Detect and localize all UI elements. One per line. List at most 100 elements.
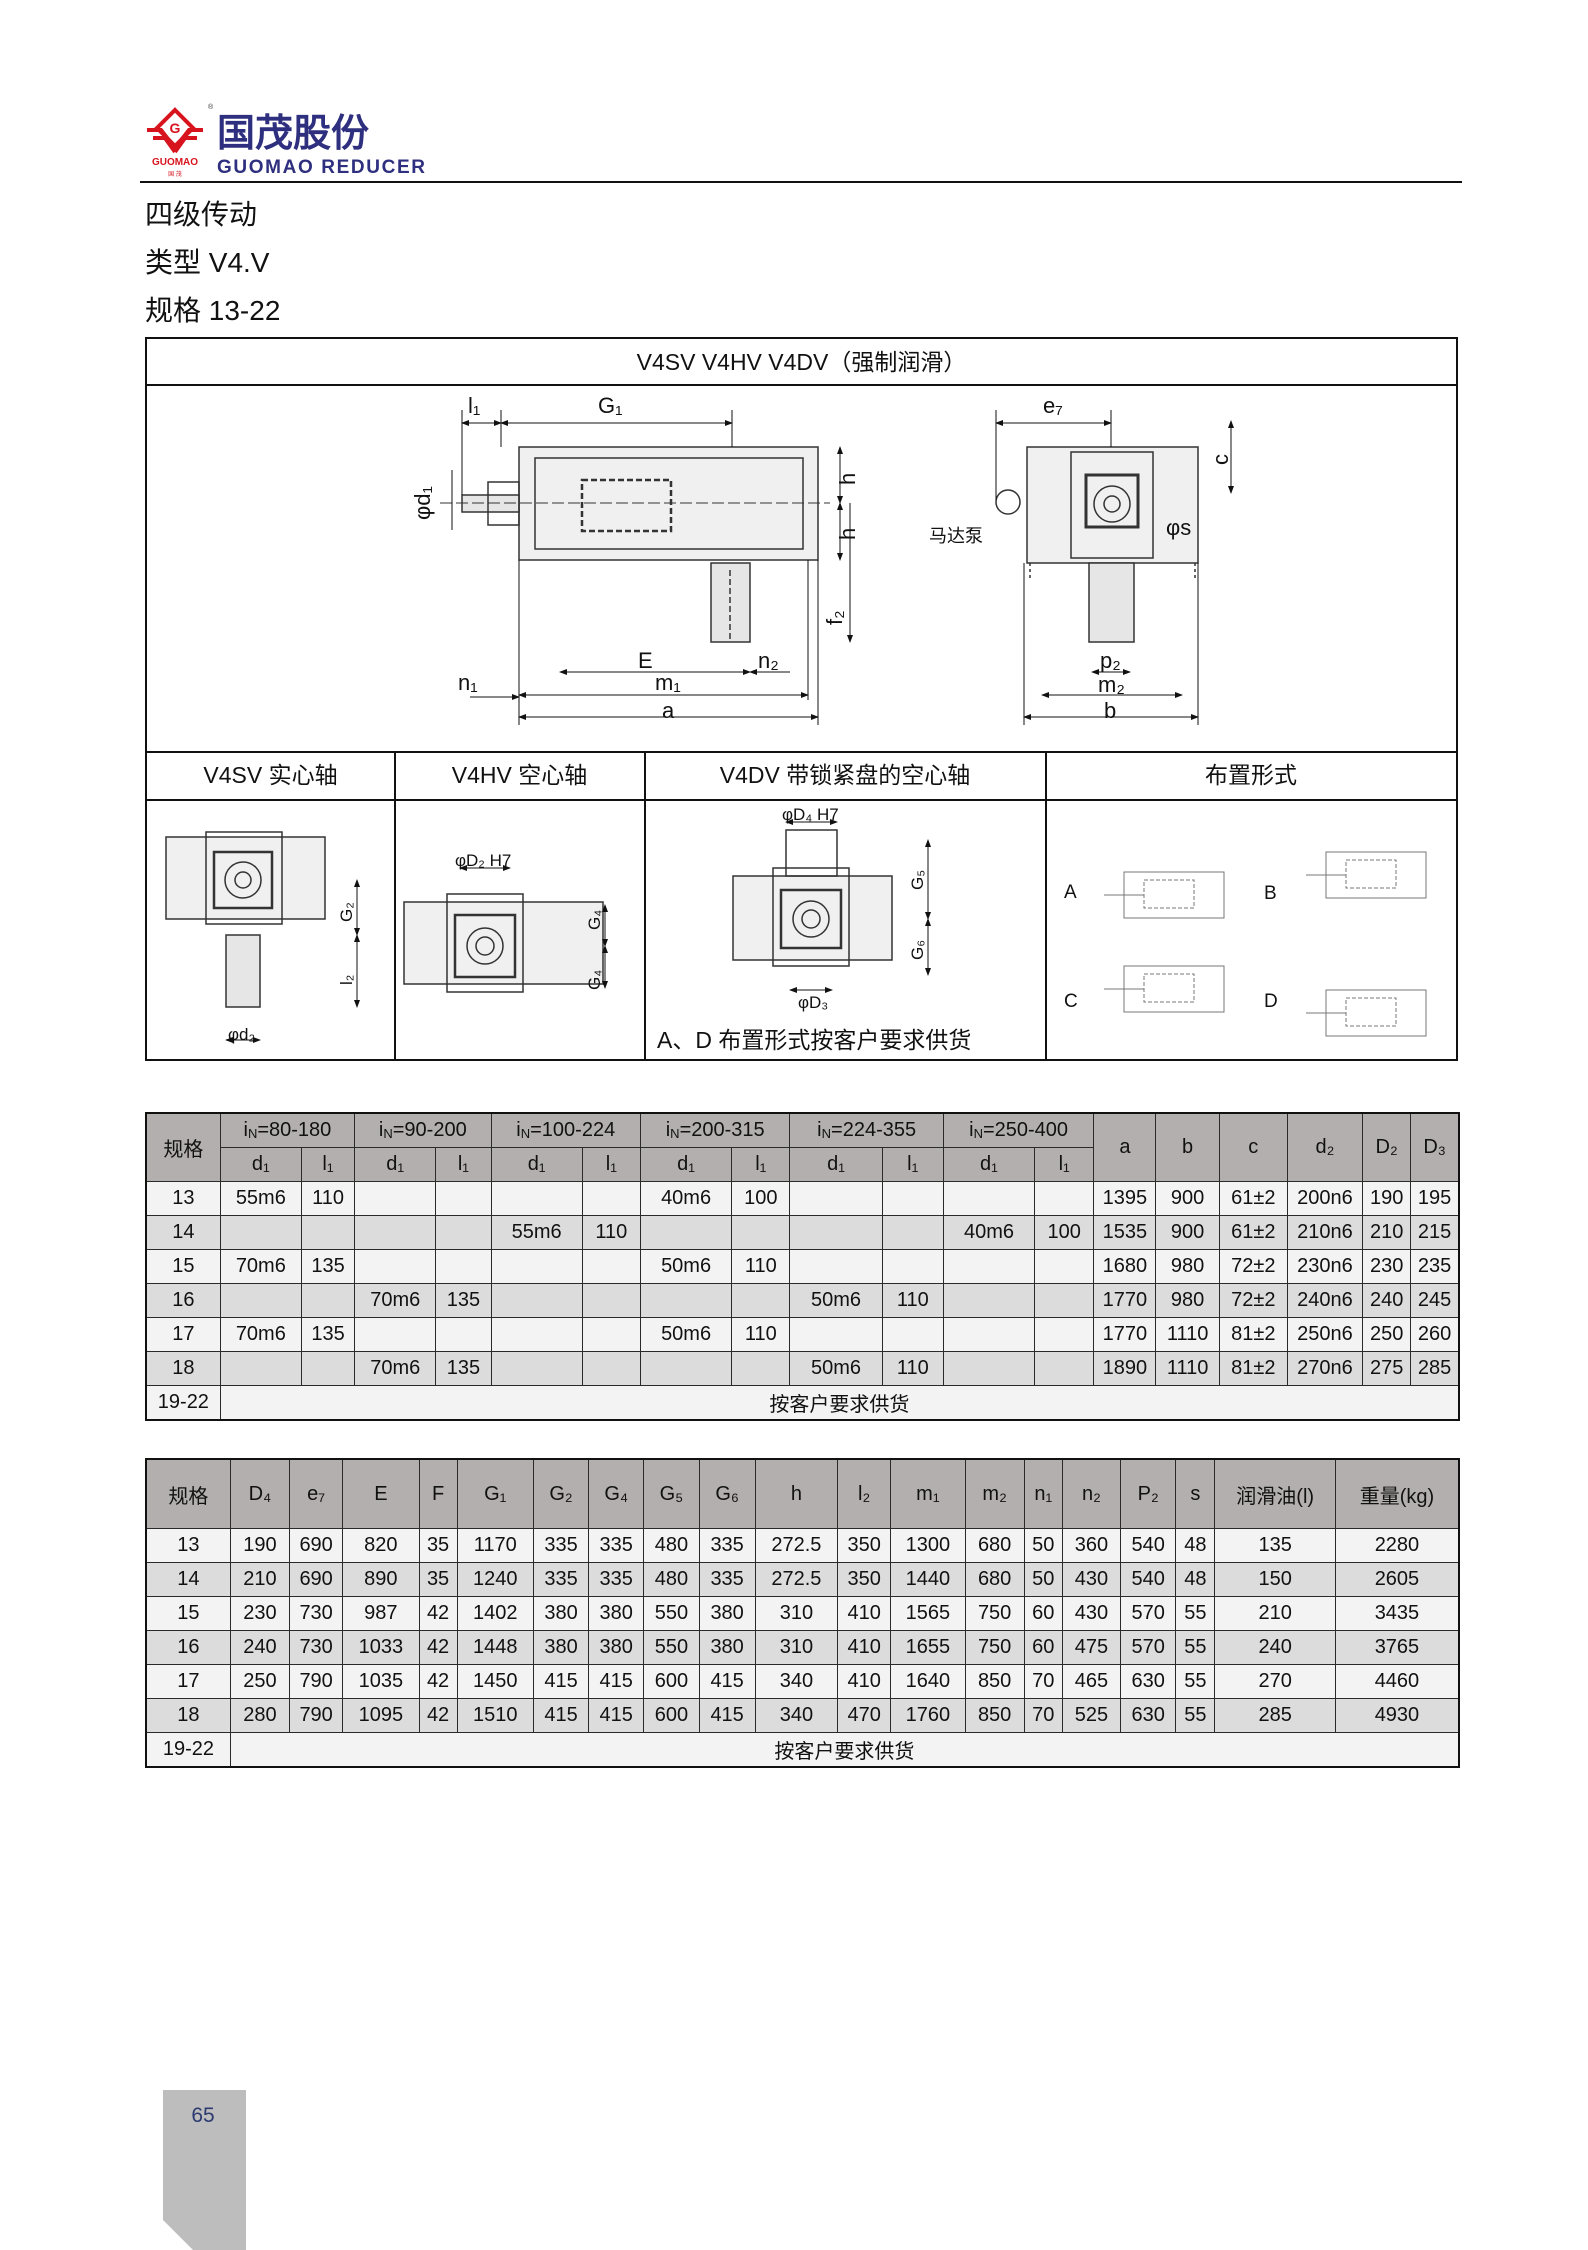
table-cell: 210 — [229, 1562, 291, 1597]
table-cell: 1110 — [1155, 1351, 1220, 1386]
table-cell: 630 — [1120, 1664, 1177, 1699]
table-cell: 600 — [643, 1664, 700, 1699]
header-ratio-group: iN=100-224 — [490, 1112, 641, 1148]
table-cell: 17 — [145, 1664, 231, 1699]
table-cell — [435, 1249, 492, 1284]
table-cell: 245 — [1410, 1283, 1460, 1318]
table-cell — [581, 1249, 641, 1284]
table-cell: 272.5 — [754, 1528, 839, 1563]
ratio-range: =100-224 — [530, 1119, 616, 1141]
table-cell: 380 — [532, 1596, 590, 1631]
table-cell: 1402 — [456, 1596, 534, 1631]
header-ratio-group: iN=90-200 — [354, 1112, 492, 1148]
table-cell — [789, 1181, 883, 1216]
header-d1: d₁ — [942, 1147, 1036, 1182]
table-cell: 850 — [964, 1664, 1025, 1699]
table-cell: 380 — [698, 1630, 756, 1665]
header-ratio-group: iN=224-355 — [789, 1112, 944, 1148]
table-cell: 1448 — [456, 1630, 534, 1665]
table-header: G₅ — [643, 1458, 700, 1529]
ratio-subscript: N — [973, 1126, 983, 1141]
table-cell: 81±2 — [1218, 1351, 1288, 1386]
table-cell: 1300 — [890, 1528, 966, 1563]
table-cell: 540 — [1120, 1528, 1177, 1563]
table-cell — [490, 1181, 583, 1216]
table-cell: 335 — [698, 1562, 756, 1597]
table-cell: 570 — [1120, 1596, 1177, 1631]
table-cell — [881, 1317, 944, 1352]
table-cell: 475 — [1061, 1630, 1122, 1665]
table-cell: 72±2 — [1218, 1249, 1288, 1284]
table-cell: 195 — [1410, 1181, 1460, 1216]
table-cell: 16 — [145, 1630, 231, 1665]
table-header: G₆ — [698, 1458, 756, 1529]
table-cell: 50m6 — [789, 1351, 883, 1386]
table-cell: 100 — [1034, 1215, 1095, 1250]
table-cell: 55 — [1175, 1664, 1216, 1699]
table-cell: 470 — [837, 1698, 892, 1733]
table-cell — [731, 1215, 791, 1250]
table-cell: 1760 — [890, 1698, 966, 1733]
table-cell: 415 — [588, 1664, 645, 1699]
header-d1: d₁ — [354, 1147, 437, 1182]
table-cell: 380 — [532, 1630, 590, 1665]
divider — [644, 751, 646, 1059]
table-cell: 35 — [418, 1528, 458, 1563]
table-cell: 480 — [643, 1562, 700, 1597]
table-header: P₂ — [1120, 1458, 1177, 1529]
table-cell: 18 — [145, 1351, 221, 1386]
logo-name-en: GUOMAO REDUCER — [217, 157, 425, 178]
table-cell — [354, 1215, 437, 1250]
table-cell: 1565 — [890, 1596, 966, 1631]
table-cell: 15 — [145, 1596, 231, 1631]
table-cell — [942, 1317, 1036, 1352]
table-cell: 240n6 — [1286, 1283, 1364, 1318]
footer-note: 按客户要求供货 — [229, 1732, 1460, 1768]
table-cell: 4460 — [1334, 1664, 1460, 1699]
table-cell: 980 — [1155, 1249, 1220, 1284]
table-cell — [219, 1283, 302, 1318]
table-cell: 1680 — [1093, 1249, 1157, 1284]
table-cell: 430 — [1061, 1596, 1122, 1631]
table-cell — [581, 1181, 641, 1216]
ratio-range: =90-200 — [392, 1119, 467, 1141]
table-cell: 1095 — [342, 1698, 420, 1733]
table-cell — [942, 1181, 1036, 1216]
ratio-symbol: i — [817, 1119, 822, 1141]
table-cell: 1770 — [1093, 1283, 1157, 1318]
table-cell: 410 — [837, 1596, 892, 1631]
table-cell: 50 — [1023, 1528, 1063, 1563]
table-cell — [942, 1283, 1036, 1318]
table-cell: 61±2 — [1218, 1181, 1288, 1216]
table-cell: 150 — [1214, 1562, 1336, 1597]
table-cell: 230 — [1362, 1249, 1412, 1284]
table-cell: 50m6 — [639, 1249, 733, 1284]
table-cell: 275 — [1362, 1351, 1412, 1386]
table-cell: 680 — [964, 1562, 1025, 1597]
table-cell: 110 — [731, 1317, 791, 1352]
table-cell: 210n6 — [1286, 1215, 1364, 1250]
ratio-symbol: i — [969, 1119, 974, 1141]
header-dim: d₂ — [1286, 1112, 1364, 1182]
table-cell — [639, 1283, 733, 1318]
table-cell: 110 — [731, 1249, 791, 1284]
table-cell: 350 — [837, 1562, 892, 1597]
table-cell: 42 — [418, 1596, 458, 1631]
table-cell: 70m6 — [354, 1351, 437, 1386]
table-cell: 260 — [1410, 1317, 1460, 1352]
header-dim: D₃ — [1410, 1112, 1460, 1182]
header-ratio-group: iN=250-400 — [942, 1112, 1095, 1148]
divider — [394, 751, 396, 1059]
header-l1: l₁ — [731, 1147, 791, 1182]
table-cell — [435, 1181, 492, 1216]
table-cell: 15 — [145, 1249, 221, 1284]
table-cell: 3765 — [1334, 1630, 1460, 1665]
header-spec: 规格 — [145, 1112, 221, 1182]
table-cell — [639, 1215, 733, 1250]
table-cell — [942, 1249, 1036, 1284]
table-cell: 110 — [881, 1351, 944, 1386]
